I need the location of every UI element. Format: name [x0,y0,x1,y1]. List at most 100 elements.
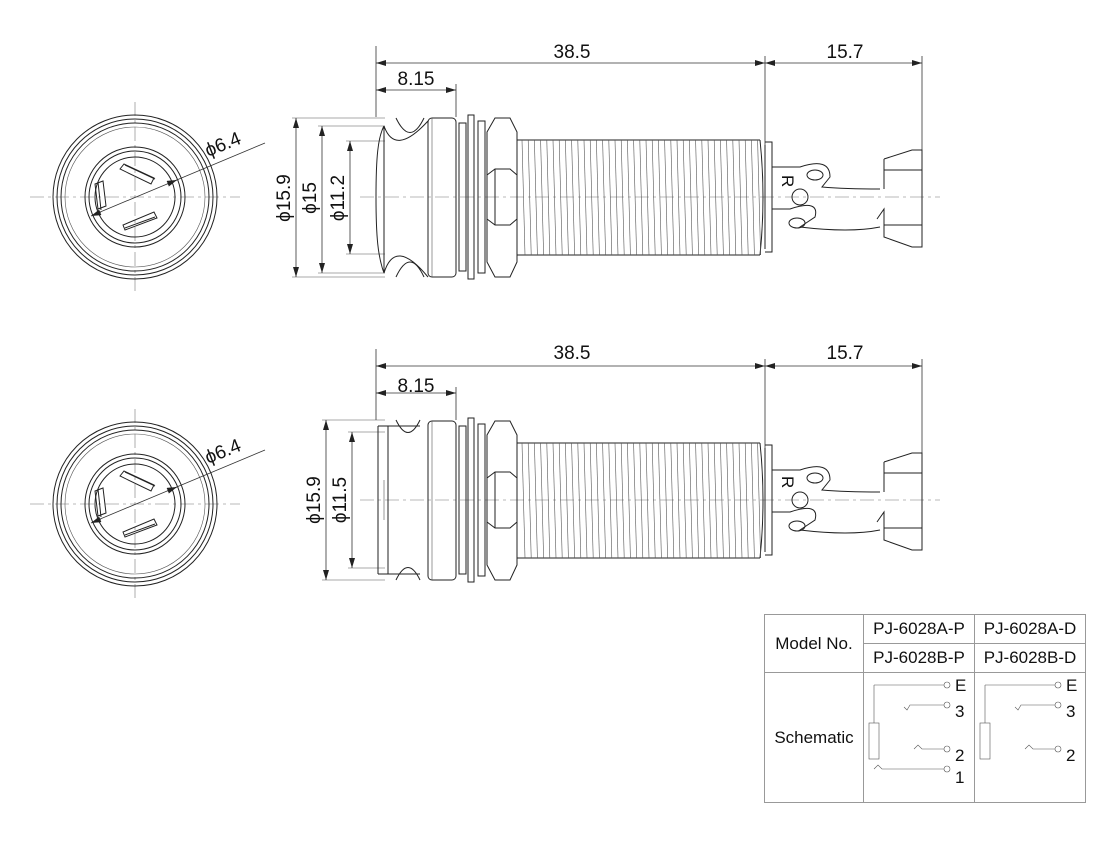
thread-line [738,139,743,256]
dim-arrow [90,209,102,217]
thread-line [713,442,718,559]
thread-line [527,139,532,256]
flange [375,117,429,278]
thread-line [682,139,687,256]
schematic-d-diagram: E 3 2 [979,676,1077,765]
side-view-bottom [322,349,940,583]
thread-line [558,442,563,559]
terminal-lug [772,163,881,231]
extension-lines [292,117,385,278]
thread-line [633,139,637,256]
thread-line [689,139,693,256]
washer [467,417,475,583]
thread-line [744,442,749,559]
thread-line [658,442,662,559]
thread-line [608,442,613,559]
thread-line [645,442,650,559]
lug-hole [806,472,824,484]
front-ring [52,421,218,587]
thread-line [589,442,594,559]
front-inner-ring [88,150,182,244]
front-ring [56,425,214,583]
tip-rivet [791,491,809,509]
thread-line [670,442,675,559]
dim-outer-diameter: ϕ15.9 [274,174,295,222]
thread-line [558,139,563,256]
thread-line [682,442,687,559]
dim-terminal-length: 15.7 [827,42,864,63]
thread-line [676,139,681,256]
extension-lines [346,140,385,255]
thread-line [713,139,718,256]
lug-hole [788,217,806,229]
thread-line [751,139,755,256]
hex-nut [486,420,518,581]
terminal-mark: R [778,175,797,187]
thread-line [639,139,644,256]
thread-line [658,139,662,256]
thread-line [534,442,538,559]
washer [467,114,475,280]
washer [458,425,467,575]
thread-line [546,139,551,256]
extension-lines [322,419,385,581]
thread-line [757,139,761,256]
thread-line [552,442,557,559]
dim-outer-diameter-b: ϕ15.9 [304,476,325,524]
dim-leader [92,449,266,523]
schematic-p: E 3 2 1 [863,672,975,803]
thread-line [577,442,582,559]
thread-line [695,442,699,559]
threaded-sleeve [517,139,764,256]
model-b-p: PJ-6028B-P [863,643,975,673]
thread-line [689,442,693,559]
front-inner-ring [88,457,182,551]
thread-line [552,139,557,256]
model-a-d: PJ-6028A-D [974,614,1086,644]
thread-line [627,442,631,559]
lug-hole [806,169,824,181]
thread-line [670,139,675,256]
thread-line [577,139,582,256]
thread-line [571,442,575,559]
dim-flange-length-b: 8.15 [398,376,435,397]
terminal-clip [876,452,923,551]
thread-line [738,442,743,559]
thread-line [651,139,656,256]
pin-2-d: 2 [1066,746,1075,765]
front-ring [64,433,206,575]
dim-leader [92,142,266,216]
front-inner-ring [84,453,186,555]
contact-blade [94,180,107,211]
schematic-d: E 3 2 [974,672,1086,803]
front-inner-ring [84,146,186,248]
pin-2: 2 [955,746,964,765]
dim-overall-length-b: 38.5 [554,343,591,364]
front-inner-ring [94,156,176,238]
model-b-d: PJ-6028B-D [974,643,1086,673]
thread-line [701,139,706,256]
dim-inner-diameter: ϕ11.2 [328,175,349,221]
thread-line [596,442,600,559]
dim-front-diameter: ϕ6.4 [202,128,245,162]
front-view-top [30,102,266,292]
terminal-mark-b: R [778,476,797,488]
front-ring [64,126,206,268]
thread-line [540,139,544,256]
thread-line [614,442,619,559]
dim-overall-length: 38.5 [554,42,591,63]
model-label: Model No. [764,614,864,673]
extension-lines [375,349,923,460]
thread-lines [521,139,761,256]
contact-blade [122,211,158,231]
hex-nut [486,117,518,278]
thread-line [583,139,588,256]
thread-lines [521,442,761,559]
dim-arrow [166,179,178,187]
front-view-bottom [30,409,266,599]
thread-line [540,442,544,559]
thread-line [602,139,606,256]
thread-line [701,442,706,559]
thread-line [620,442,625,559]
thread-line [744,139,749,256]
